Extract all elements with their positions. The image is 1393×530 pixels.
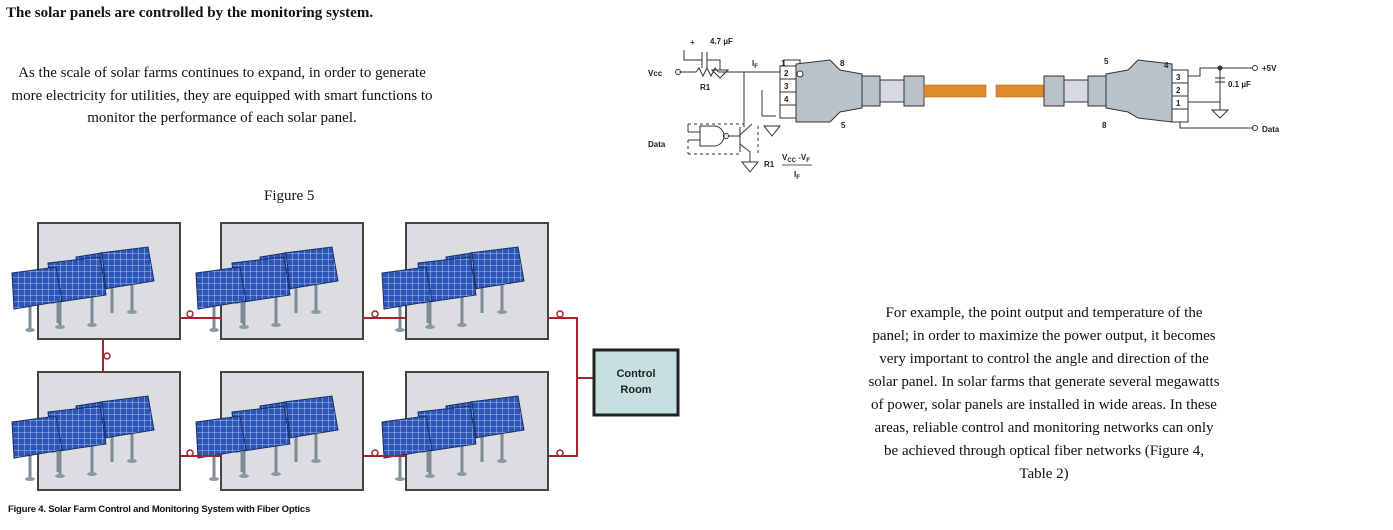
cap-plus: + [690, 38, 695, 47]
solar-farm-diagram: Control Room [10, 222, 680, 491]
figure4-caption: Figure 4. Solar Farm Control and Monitor… [8, 504, 311, 515]
pin-label: 8 [840, 59, 845, 68]
pin-label: 5 [1104, 57, 1109, 66]
r1-top-label: R1 [700, 83, 711, 92]
data-right-label: Data [1262, 125, 1280, 134]
page-heading: The solar panels are controlled by the m… [6, 5, 374, 21]
intro-paragraph: As the scale of solar farms continues to… [11, 65, 433, 126]
pin-label: 1 [1176, 99, 1181, 108]
pin-label: 2 [784, 69, 789, 78]
if-denominator: IF [794, 170, 800, 181]
control-room-box [592, 348, 680, 417]
example-paragraph: For example, the point output and temper… [868, 305, 1220, 482]
data-left-label: Data [648, 140, 666, 149]
cap-right-label: 0.1 µF [1228, 80, 1251, 89]
vcc-label: Vcc [648, 69, 663, 78]
figure5-title: Figure 5 [264, 188, 315, 204]
pin-label: 2 [1176, 86, 1181, 95]
pin-label: 8 [1102, 121, 1107, 130]
pin-label: 3 [784, 82, 789, 91]
pin-label: 5 [841, 121, 846, 130]
pin-label: 3 [1176, 73, 1181, 82]
pin-label: 4 [784, 95, 789, 104]
vcc-vf-label: VCC -VF [782, 153, 810, 164]
control-room-label: Control [616, 368, 655, 380]
fiber-link-circuit-diagram: + 4.7 µF Vcc R1 Data R1 IF VCC -VF IF 1 … [648, 37, 1280, 181]
r1-bottom-label: R1 [764, 160, 775, 169]
cap-left-label: 4.7 µF [710, 37, 733, 46]
control-room-label: Room [620, 384, 651, 396]
pin-label: 1 [781, 59, 786, 68]
if-label: IF [752, 59, 758, 70]
pin-label: 4 [1164, 61, 1169, 70]
5v-label: +5V [1262, 64, 1277, 73]
